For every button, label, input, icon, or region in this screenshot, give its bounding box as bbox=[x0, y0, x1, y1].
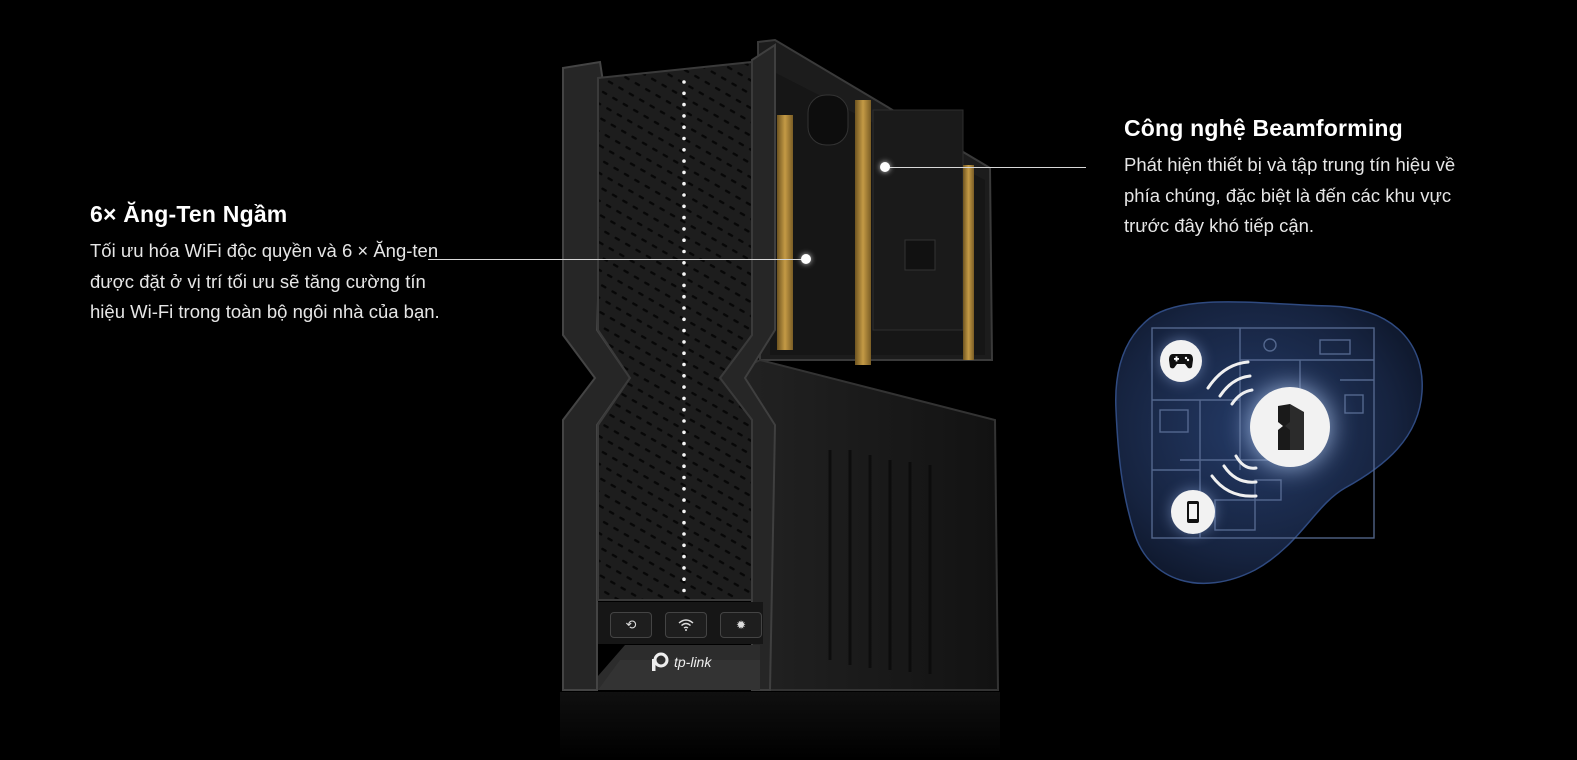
led-dot bbox=[682, 272, 686, 276]
led-dot bbox=[682, 159, 686, 163]
feature-antennas: 6× Ăng-Ten Ngầm Tối ưu hóa WiFi độc quyề… bbox=[90, 201, 440, 328]
led-dot bbox=[682, 227, 686, 231]
router-icon bbox=[1250, 387, 1330, 467]
led-strip bbox=[682, 80, 686, 593]
gamepad-icon bbox=[1160, 340, 1202, 382]
led-dot bbox=[682, 509, 686, 514]
led-dot bbox=[682, 453, 686, 457]
sync-button[interactable]: ⟲ bbox=[610, 612, 652, 638]
brand-logo: tp-link bbox=[649, 652, 711, 672]
brand-name: tp-link bbox=[674, 654, 712, 670]
led-dot bbox=[682, 543, 686, 548]
led-dot bbox=[682, 532, 686, 536]
led-dot bbox=[682, 170, 686, 175]
wifi-button[interactable] bbox=[665, 612, 707, 638]
wifi-icon bbox=[678, 619, 694, 631]
led-dot bbox=[682, 588, 686, 593]
feature-title: Công nghệ Beamforming bbox=[1124, 115, 1403, 141]
led-dot bbox=[682, 554, 686, 559]
led-dot bbox=[682, 464, 686, 469]
led-dot bbox=[682, 80, 686, 84]
router-button-bar: ⟲ ✹ bbox=[608, 612, 762, 638]
led-dot bbox=[682, 261, 686, 265]
led-dot bbox=[682, 215, 686, 220]
led-dot bbox=[682, 475, 686, 480]
led-icon: ✹ bbox=[735, 618, 747, 632]
led-dot bbox=[682, 238, 686, 242]
led-dot bbox=[682, 114, 686, 118]
led-dot bbox=[682, 204, 686, 209]
sync-icon: ⟲ bbox=[625, 617, 637, 633]
led-button[interactable]: ✹ bbox=[720, 612, 762, 638]
led-dot bbox=[682, 419, 686, 423]
led-dot bbox=[682, 498, 686, 502]
led-dot bbox=[682, 407, 686, 412]
leader-line-beamforming bbox=[885, 167, 1086, 168]
led-dot bbox=[682, 317, 686, 322]
led-dot bbox=[682, 487, 686, 491]
led-dot bbox=[682, 340, 686, 344]
led-dot bbox=[682, 294, 686, 299]
feature-description: Tối ưu hóa WiFi độc quyền và 6 × Ăng-ten… bbox=[90, 240, 440, 322]
led-dot bbox=[682, 91, 686, 96]
led-dot bbox=[682, 385, 686, 389]
led-dot bbox=[682, 566, 686, 570]
hotspot-dot-antennas[interactable] bbox=[801, 254, 811, 264]
led-dot bbox=[682, 102, 686, 107]
led-dot bbox=[682, 283, 686, 288]
tp-link-logo-icon bbox=[652, 652, 669, 671]
led-dot bbox=[682, 148, 686, 152]
led-dot bbox=[682, 520, 686, 525]
led-dot bbox=[682, 328, 686, 333]
led-dot bbox=[682, 430, 686, 435]
feature-title: 6× Ăng-Ten Ngầm bbox=[90, 201, 288, 227]
led-dot bbox=[682, 306, 686, 310]
led-dot bbox=[682, 351, 686, 356]
led-dot bbox=[682, 193, 686, 197]
led-dot bbox=[682, 136, 686, 141]
led-dot bbox=[682, 362, 686, 367]
led-dot bbox=[682, 181, 686, 186]
feature-beamforming: Công nghệ Beamforming Phát hiện thiết bị… bbox=[1124, 115, 1484, 242]
led-dot bbox=[682, 374, 686, 378]
feature-description: Phát hiện thiết bị và tập trung tín hiệu… bbox=[1124, 154, 1456, 236]
phone-icon bbox=[1171, 490, 1215, 534]
led-dot bbox=[682, 441, 686, 446]
leader-line-antennas bbox=[428, 259, 806, 260]
led-dot bbox=[682, 577, 686, 581]
hotspot-dot-beamforming[interactable] bbox=[880, 162, 890, 172]
led-dot bbox=[682, 396, 686, 401]
led-dot bbox=[682, 249, 686, 254]
led-dot bbox=[682, 125, 686, 129]
